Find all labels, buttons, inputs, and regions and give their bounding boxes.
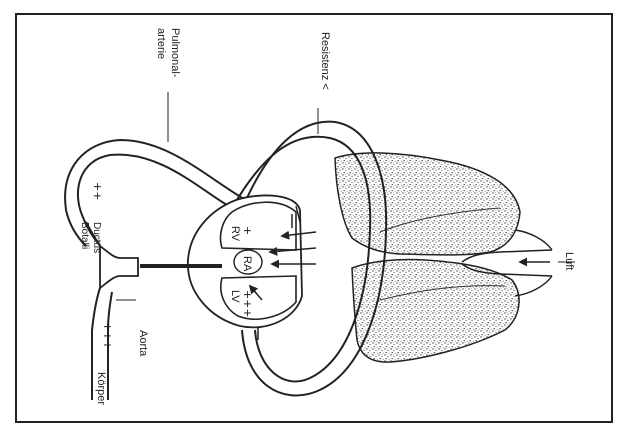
label-ra: RA (241, 256, 253, 272)
label-rv: RV (229, 226, 241, 242)
label-luft: Luft (563, 252, 575, 270)
diagram-frame (16, 14, 612, 422)
lower-lung (352, 259, 519, 362)
label-koerper: Körper (95, 372, 107, 405)
label-pulmonalarterie-1: Pulmonal- (169, 28, 181, 78)
label-ductus-1: Ductus (91, 222, 102, 253)
label-aorta: Aorta (137, 330, 149, 357)
pressure-mark-body: +++ (101, 322, 114, 350)
pressure-mark-pulmonary-artery: ++ (91, 182, 104, 200)
lungs (335, 153, 520, 362)
pressure-mark-left-ventricle: +++ (241, 290, 254, 318)
label-lv: LV (229, 290, 241, 303)
label-resistenz: Resistenz < (319, 32, 331, 90)
label-pulmonalarterie-2: arterie (155, 28, 167, 59)
pressure-mark-right-ventricle: + (241, 226, 254, 235)
label-ductus-2: Botalli (79, 222, 90, 249)
